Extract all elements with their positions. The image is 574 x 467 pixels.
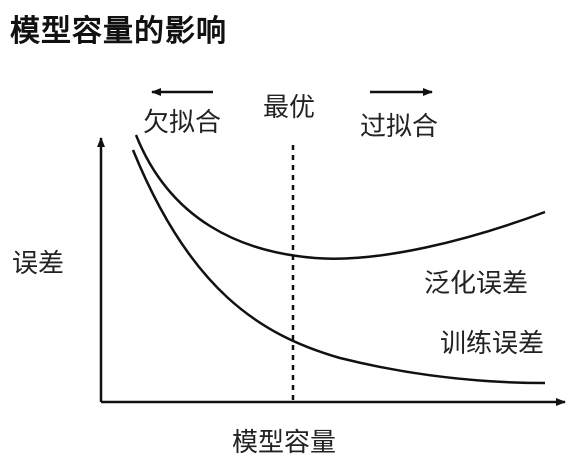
figure-title: 模型容量的影响: [10, 14, 227, 49]
optimal-label: 最优: [263, 93, 315, 123]
training-error-label: 训练误差: [440, 329, 544, 359]
generalization-error-label: 泛化误差: [424, 269, 528, 299]
underfit-label: 欠拟合: [143, 108, 221, 138]
x-axis-label: 模型容量: [232, 428, 336, 458]
generalization-error-curve: [134, 134, 546, 260]
training-error-curve: [131, 149, 546, 385]
y-axis-label: 误差: [12, 249, 64, 279]
overfit-label: 过拟合: [360, 112, 438, 142]
